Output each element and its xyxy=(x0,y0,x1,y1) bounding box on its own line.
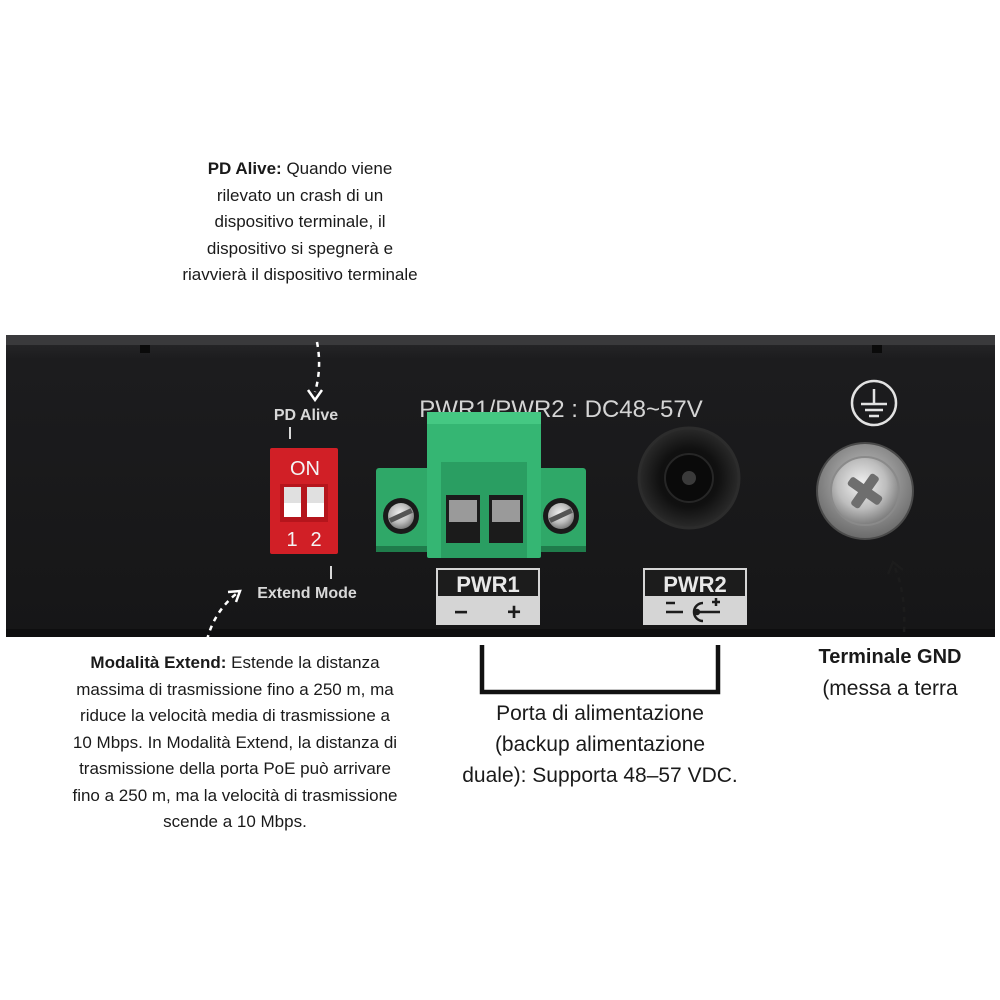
power-port-annotation-text: Porta di alimentazione (backup alimentaz… xyxy=(462,702,738,787)
dip-1-label: 1 xyxy=(286,529,297,551)
gnd-annotation-text: (messa a terra xyxy=(822,677,958,700)
pd-alive-annotation-text: Quando viene rilevato un crash di un dis… xyxy=(182,159,418,284)
power-port-bracket xyxy=(479,645,721,695)
dc-polarity-icon xyxy=(666,598,720,623)
pd-alive-tick xyxy=(289,427,291,439)
gnd-annotation-title: Terminale GND xyxy=(818,646,962,668)
arrow-extend-mode xyxy=(205,589,242,641)
gnd-annotation: Terminale GND (messa a terra xyxy=(775,641,1000,704)
extend-mode-annotation: Modalità Extend: Estende la distanza mas… xyxy=(70,650,400,836)
pwr1-label-plate: PWR1 − + xyxy=(436,568,540,626)
pd-alive-annotation: PD Alive: Quando viene rilevato un crash… xyxy=(180,156,420,289)
extend-mode-annotation-title: Modalità Extend: xyxy=(90,653,227,672)
dip-switch[interactable]: ON 1 2 xyxy=(270,448,338,554)
extend-mode-tick xyxy=(330,566,332,579)
dip-on-label: ON xyxy=(290,458,320,480)
pwr2-label-plate: PWR2 xyxy=(643,568,747,625)
dip-2-label: 2 xyxy=(310,529,321,551)
power-port-annotation: Porta di alimentazione (backup alimentaz… xyxy=(460,698,740,791)
arrow-gnd xyxy=(886,559,906,633)
pwr2-label: PWR2 xyxy=(663,572,727,597)
pd-alive-annotation-title: PD Alive: xyxy=(207,159,282,178)
ground-screw-terminal[interactable] xyxy=(816,442,914,540)
pwr1-minus-label: − xyxy=(454,599,468,626)
pwr1-plus-label: + xyxy=(507,599,521,626)
extend-mode-annotation-text: Estende la distanza massima di trasmissi… xyxy=(72,653,398,831)
dc-barrel-jack[interactable] xyxy=(637,426,741,530)
extend-mode-panel-label: Extend Mode xyxy=(257,585,357,602)
terminal-block-connector[interactable] xyxy=(376,412,586,558)
pwr1-label: PWR1 xyxy=(456,572,520,597)
ground-icon xyxy=(850,379,898,427)
pd-alive-panel-label: PD Alive xyxy=(274,407,338,424)
arrow-pd-alive xyxy=(306,341,324,403)
